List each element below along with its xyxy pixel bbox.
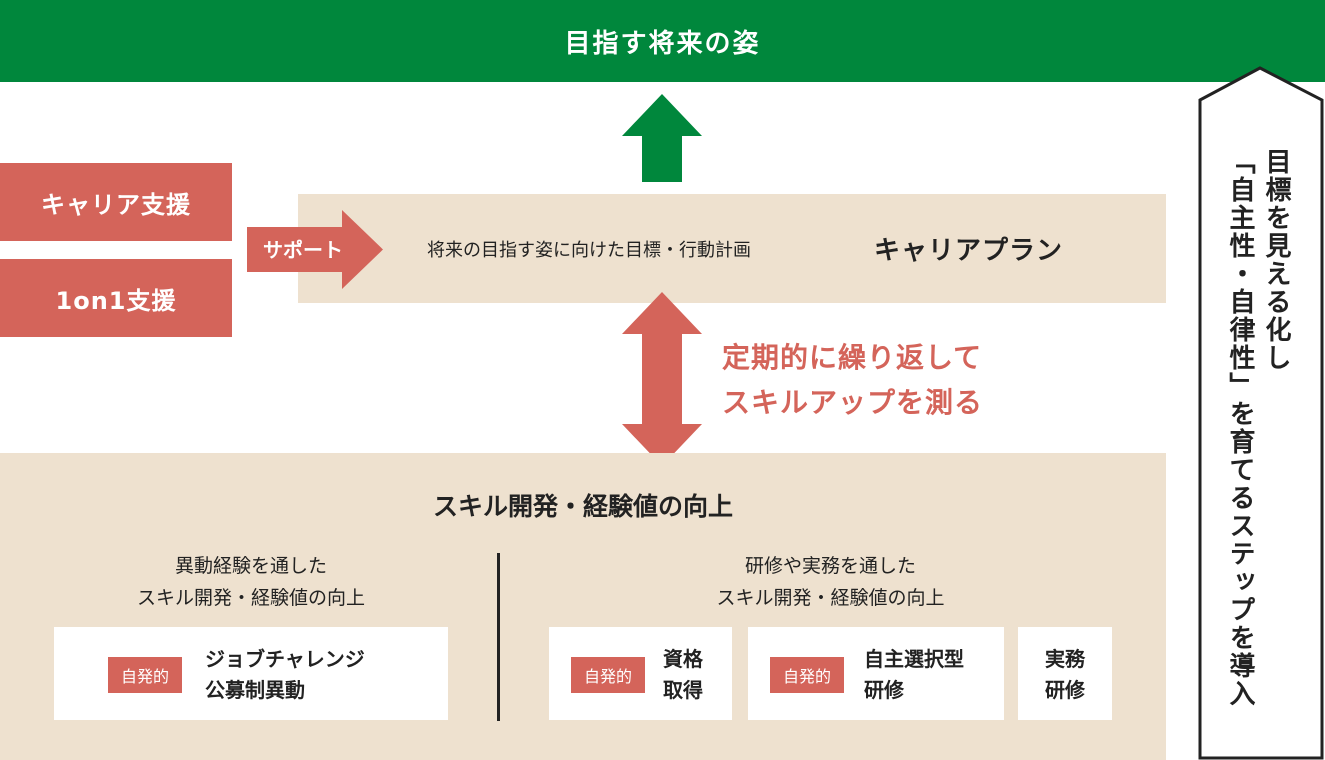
left-section-heading: 異動経験を通した スキル開発・経験値の向上 bbox=[54, 550, 448, 614]
voluntary-tag: 自発的 bbox=[108, 657, 182, 693]
support-arrow-icon bbox=[247, 210, 383, 289]
support-arrow-label: サポート bbox=[263, 238, 343, 262]
practical-training-card bbox=[1018, 627, 1112, 720]
green-up-arrow-icon bbox=[622, 94, 702, 182]
repeat-line-2: スキルアップを測る bbox=[722, 386, 984, 419]
career-plan-description: 将来の目指す姿に向けた目標・行動計画 bbox=[427, 240, 751, 261]
qualification-line-1: 資格 bbox=[663, 647, 703, 671]
double-arrow-icon bbox=[622, 292, 702, 466]
job-challenge-text: ジョブチャレンジ 公募制異動 bbox=[205, 644, 365, 706]
career-plan-title: キャリアプラン bbox=[874, 236, 1064, 266]
right-heading-line-2: スキル開発・経験値の向上 bbox=[716, 587, 945, 609]
left-heading-line-2: スキル開発・経験値の向上 bbox=[136, 587, 365, 609]
repeat-measure-text: 定期的に繰り返して スキルアップを測る bbox=[722, 335, 983, 425]
repeat-line-1: 定期的に繰り返して bbox=[722, 341, 983, 374]
self-selected-line-2: 研修 bbox=[864, 678, 904, 702]
voluntary-tag: 自発的 bbox=[571, 657, 645, 693]
vertical-step-arrow-icon bbox=[1198, 66, 1324, 760]
left-heading-line-1: 異動経験を通した bbox=[174, 555, 327, 577]
career-support-box: キャリア支援 bbox=[0, 163, 232, 241]
one-on-one-support-box: 1on1支援 bbox=[0, 259, 232, 337]
voluntary-tag: 自発的 bbox=[770, 657, 844, 693]
practical-line-2: 研修 bbox=[1045, 678, 1085, 702]
vertical-step-text: 目標を見える化し 「自主性・自律性」を育てるステップを導入 bbox=[1222, 148, 1294, 708]
one-on-one-label: 1on1支援 bbox=[55, 286, 177, 315]
qualification-line-2: 取得 bbox=[663, 678, 703, 702]
practical-line-1: 実務 bbox=[1045, 647, 1085, 671]
job-challenge-line-1: ジョブチャレンジ bbox=[205, 647, 365, 671]
vertical-line-1: 目標を見える化し bbox=[1261, 148, 1291, 372]
career-support-label: キャリア支援 bbox=[41, 190, 191, 219]
right-section-heading: 研修や実務を通した スキル開発・経験値の向上 bbox=[549, 550, 1112, 614]
section-divider bbox=[497, 553, 500, 721]
goal-title: 目指す将来の姿 bbox=[564, 28, 761, 59]
self-selected-line-1: 自主選択型 bbox=[864, 647, 964, 671]
right-heading-line-1: 研修や実務を通した bbox=[744, 555, 916, 577]
career-plan-box bbox=[298, 194, 1166, 303]
skill-title: スキル開発・経験値の向上 bbox=[432, 492, 733, 521]
vertical-line-2: 「自主性・自律性」を育てるステップを導入 bbox=[1225, 148, 1255, 708]
self-selected-training-text: 自主選択型 研修 bbox=[864, 644, 964, 706]
qualification-text: 資格 取得 bbox=[663, 644, 703, 706]
practical-training-text: 実務 研修 bbox=[1018, 644, 1112, 706]
job-challenge-line-2: 公募制異動 bbox=[205, 678, 305, 702]
goal-banner: 目指す将来の姿 bbox=[0, 0, 1325, 82]
